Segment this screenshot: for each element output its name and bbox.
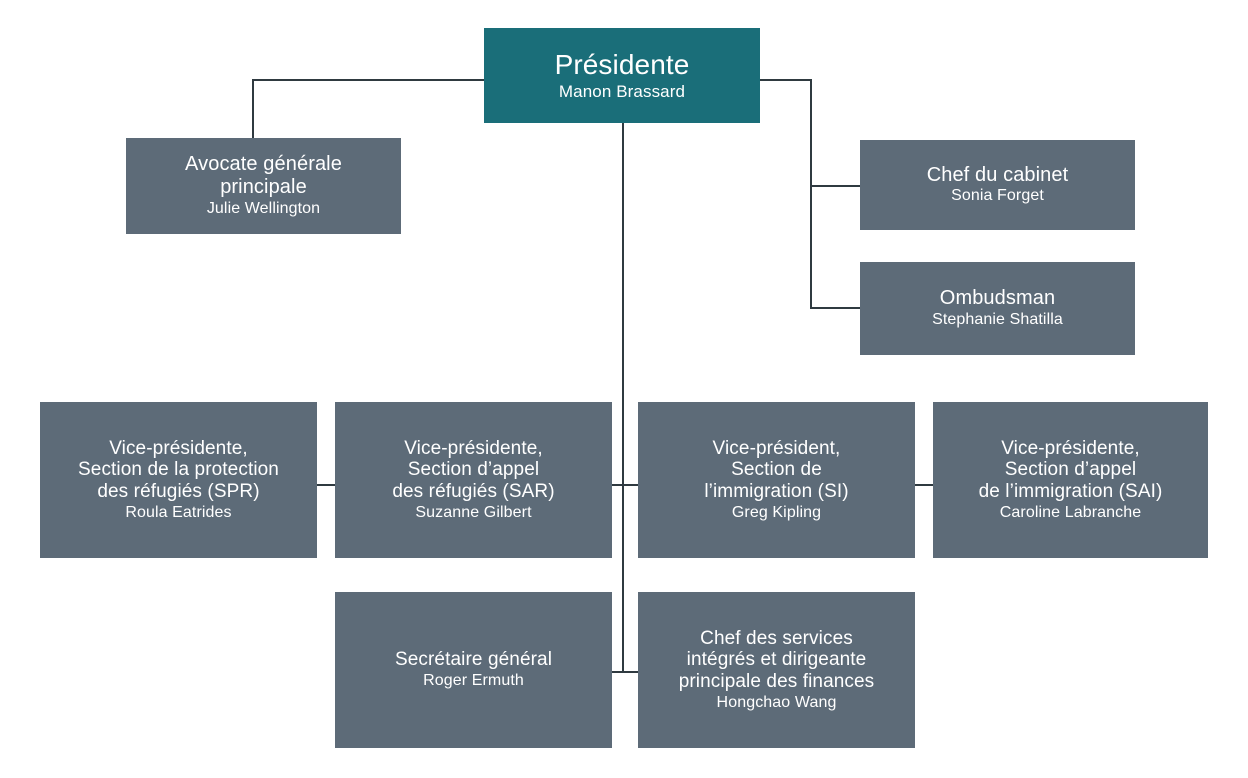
- node-secretary-general-title: Secrétaire général: [394, 649, 553, 671]
- node-ombudsman-person: Stephanie Shatilla: [932, 310, 1063, 328]
- node-secretary-general-person: Roger Ermuth: [423, 671, 524, 689]
- connector-vp-sar-to-trunk: [610, 484, 640, 486]
- node-president-title: Présidente: [554, 48, 690, 80]
- node-general-counsel-title: Avocate générale principale: [185, 153, 342, 199]
- node-vp-spr-person: Roula Eatrides: [125, 503, 232, 521]
- connector-bus-to-chief-of-staff: [810, 185, 862, 187]
- node-vp-sar-person: Suzanne Gilbert: [415, 503, 532, 521]
- node-vp-si-person: Greg Kipling: [731, 503, 822, 521]
- node-cfo-person: Hongchao Wang: [716, 693, 837, 711]
- connector-secretary-general-to-cfo: [610, 671, 640, 673]
- node-cfo[interactable]: Chef des services intégrés et dirigeante…: [638, 592, 915, 748]
- node-vp-spr-title: Vice-présidente, Section de la protectio…: [78, 437, 279, 502]
- connector-bus-to-ombudsman: [810, 307, 862, 309]
- node-general-counsel-person: Julie Wellington: [206, 199, 321, 217]
- node-chief-of-staff[interactable]: Chef du cabinet Sonia Forget: [860, 140, 1135, 230]
- node-president[interactable]: Présidente Manon Brassard: [484, 28, 760, 123]
- connector-vp-spr-to-vp-sar: [315, 484, 337, 486]
- node-vp-spr[interactable]: Vice-présidente, Section de la protectio…: [40, 402, 317, 558]
- node-vp-si[interactable]: Vice-président, Section de l’immigration…: [638, 402, 915, 558]
- connector-vp-si-to-vp-sai: [913, 484, 935, 486]
- node-cfo-title: Chef des services intégrés et dirigeante…: [678, 627, 875, 692]
- node-ombudsman-title: Ombudsman: [939, 287, 1056, 310]
- connector-central-trunk: [622, 123, 624, 673]
- node-general-counsel[interactable]: Avocate générale principale Julie Wellin…: [126, 138, 401, 234]
- node-secretary-general[interactable]: Secrétaire général Roger Ermuth: [335, 592, 612, 748]
- connector-president-to-general-counsel-vertical: [252, 79, 254, 140]
- node-vp-sar-title: Vice-présidente, Section d’appel des réf…: [392, 437, 555, 502]
- node-vp-sar[interactable]: Vice-présidente, Section d’appel des réf…: [335, 402, 612, 558]
- node-vp-sai[interactable]: Vice-présidente, Section d’appel de l’im…: [933, 402, 1208, 558]
- node-vp-sai-person: Caroline Labranche: [999, 503, 1142, 521]
- connector-president-to-right-bus-horizontal: [758, 79, 812, 81]
- node-ombudsman[interactable]: Ombudsman Stephanie Shatilla: [860, 262, 1135, 355]
- connector-right-bus-vertical: [810, 79, 812, 309]
- node-vp-sai-title: Vice-présidente, Section d’appel de l’im…: [978, 437, 1163, 502]
- connector-president-to-general-counsel-horizontal: [252, 79, 486, 81]
- node-chief-of-staff-person: Sonia Forget: [951, 187, 1044, 205]
- node-vp-si-title: Vice-président, Section de l’immigration…: [704, 437, 849, 502]
- node-chief-of-staff-title: Chef du cabinet: [926, 163, 1069, 186]
- node-president-person: Manon Brassard: [558, 82, 686, 102]
